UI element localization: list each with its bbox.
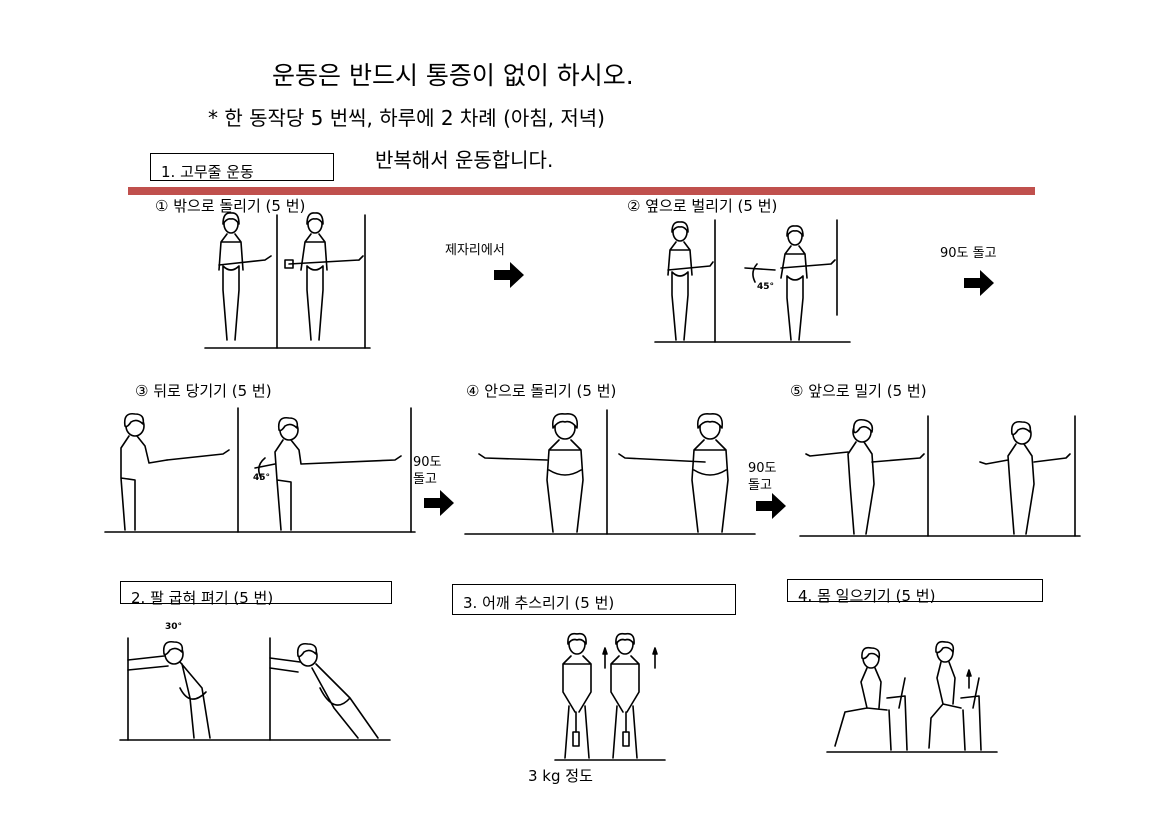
turn-90-note-a-1: 90도 [413,455,442,470]
figure-push-1 [805,418,925,535]
weight-note: 3 kg 정도 [528,767,593,785]
figure-shrug-1 [562,632,592,759]
section-1-box: 1. 고무줄 운동 [150,153,334,181]
exercise-1-illustration [204,212,371,349]
exercise-5-illustration [799,415,1081,537]
header-line-2: * 한 동작당 5 번씩, 하루에 2 차례 (아침, 저녁) [208,106,605,130]
figure-standing-1 [218,212,272,341]
exercise-5-label: ⑤ 앞으로 밀기 (5 번) [790,382,927,400]
figure-side-1 [120,412,230,531]
figure-standing-4 [744,225,836,341]
right-arrow-icon [424,490,454,516]
turn-90-note-b-1: 90도 [748,461,777,476]
section-4-title: 4. 몸 일으키기 (5 번) [798,587,936,605]
figure-front-2 [618,412,729,533]
section-3-box: 3. 어깨 추스리기 (5 번) [452,584,736,615]
figure-shrug-2 [610,632,640,759]
figure-sitting [834,646,908,751]
section-4-box: 4. 몸 일으키기 (5 번) [787,579,1043,605]
exercise-3-label: ③ 뒤로 당기기 (5 번) [135,382,272,400]
section-2-box: 2. 팔 굽혀 펴기 (5 번) [120,581,392,607]
turn-90-note-b-2: 돌고 [748,478,772,493]
exercise-2-label: ② 옆으로 벌리기 (5 번) [627,197,778,215]
right-arrow-icon [756,493,786,519]
turn-90-note-a-2: 돌고 [413,472,437,487]
figure-push-2 [979,420,1071,535]
exercise-1-label: ① 밖으로 돌리기 (5 번) [155,197,306,215]
exercise-2-illustration [654,219,851,343]
push-up-illustration [119,637,391,741]
header-line-1: 운동은 반드시 통증이 없이 하시오. [272,61,634,90]
exercise-4-label: ④ 안으로 돌리기 (5 번) [466,382,617,400]
right-arrow-icon [964,270,994,296]
angle-45-label-a: 45° [757,282,775,292]
figure-standing-3 [667,221,714,341]
figure-standing-2 [284,212,364,341]
figure-front-1 [478,412,584,533]
exercise-3-illustration [104,407,416,533]
figure-lean-1 [127,640,211,739]
figure-side-2 [254,416,402,531]
turn-90-note: 90도 돌고 [940,246,997,261]
right-arrow-icon [494,262,524,288]
in-place-note: 제자리에서 [445,243,505,258]
angle-30-label: 30° [165,622,183,632]
sit-to-stand-illustration [826,640,998,753]
header-line-3: 반복해서 운동합니다. [375,148,554,172]
section-2-title: 2. 팔 굽혀 펴기 (5 번) [131,589,274,607]
section-3-title: 3. 어깨 추스리기 (5 번) [463,594,615,612]
figure-rising [928,640,982,751]
exercise-4-illustration [464,409,756,535]
figure-lean-2 [269,642,379,739]
section-divider [128,187,1035,195]
shrug-illustration [554,632,666,761]
section-1-title: 1. 고무줄 운동 [161,163,254,181]
